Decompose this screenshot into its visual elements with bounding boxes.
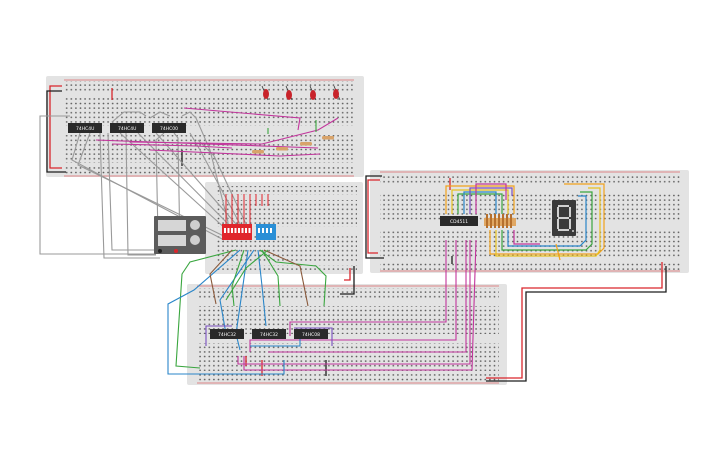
breadboard-bottom[interactable] xyxy=(187,284,507,385)
breadboard-right[interactable] xyxy=(370,170,689,273)
display-wires[interactable] xyxy=(445,183,605,261)
led-array[interactable] xyxy=(261,85,341,101)
power-supply-knob-2 xyxy=(190,235,200,245)
ic-bottom-3[interactable]: 74HC08 xyxy=(294,329,328,339)
breadboard-top-left[interactable] xyxy=(46,76,364,177)
power-rails xyxy=(64,79,680,384)
gray-wires[interactable] xyxy=(39,111,251,259)
ic-bottom-3-label: 74HC08 xyxy=(302,332,320,338)
ic-bottom-1[interactable]: 74HC32 xyxy=(210,329,244,339)
led-1 xyxy=(261,85,269,101)
dip-switch-leads xyxy=(225,194,269,224)
ic-top-2-label: 74HC4U xyxy=(118,126,136,132)
dip-switch-blue[interactable] xyxy=(256,224,276,240)
led-4 xyxy=(333,85,341,101)
dip-switch-red[interactable] xyxy=(222,224,252,240)
led-3 xyxy=(309,85,317,101)
seven-segment-display[interactable] xyxy=(552,200,576,236)
resistors-top[interactable] xyxy=(252,136,334,154)
ic-top-1[interactable]: 74HC4U xyxy=(68,123,102,133)
ic-top-3-label: 74HC00 xyxy=(160,126,178,132)
resistor-pack[interactable] xyxy=(484,214,516,228)
ic-top-2[interactable]: 74HC4U xyxy=(110,123,144,133)
ic-top-1-label: 74HC4U xyxy=(76,126,94,132)
power-wires[interactable] xyxy=(46,85,667,382)
led-2 xyxy=(285,85,293,101)
ic-bottom-2-label: 74HC32 xyxy=(260,332,278,338)
ic-top-3[interactable]: 74HC00 xyxy=(152,123,186,133)
power-supply-knob-1 xyxy=(190,220,200,230)
ic-decoder[interactable]: CD4511 xyxy=(440,216,478,226)
logic-wires[interactable] xyxy=(167,120,333,375)
seven-segment-digit xyxy=(557,205,574,232)
ic-bottom-1-label: 74HC32 xyxy=(218,332,236,338)
power-supply[interactable] xyxy=(154,216,206,254)
ic-bottom-2[interactable]: 74HC32 xyxy=(252,329,286,339)
ic-decoder-label: CD4511 xyxy=(450,219,468,225)
